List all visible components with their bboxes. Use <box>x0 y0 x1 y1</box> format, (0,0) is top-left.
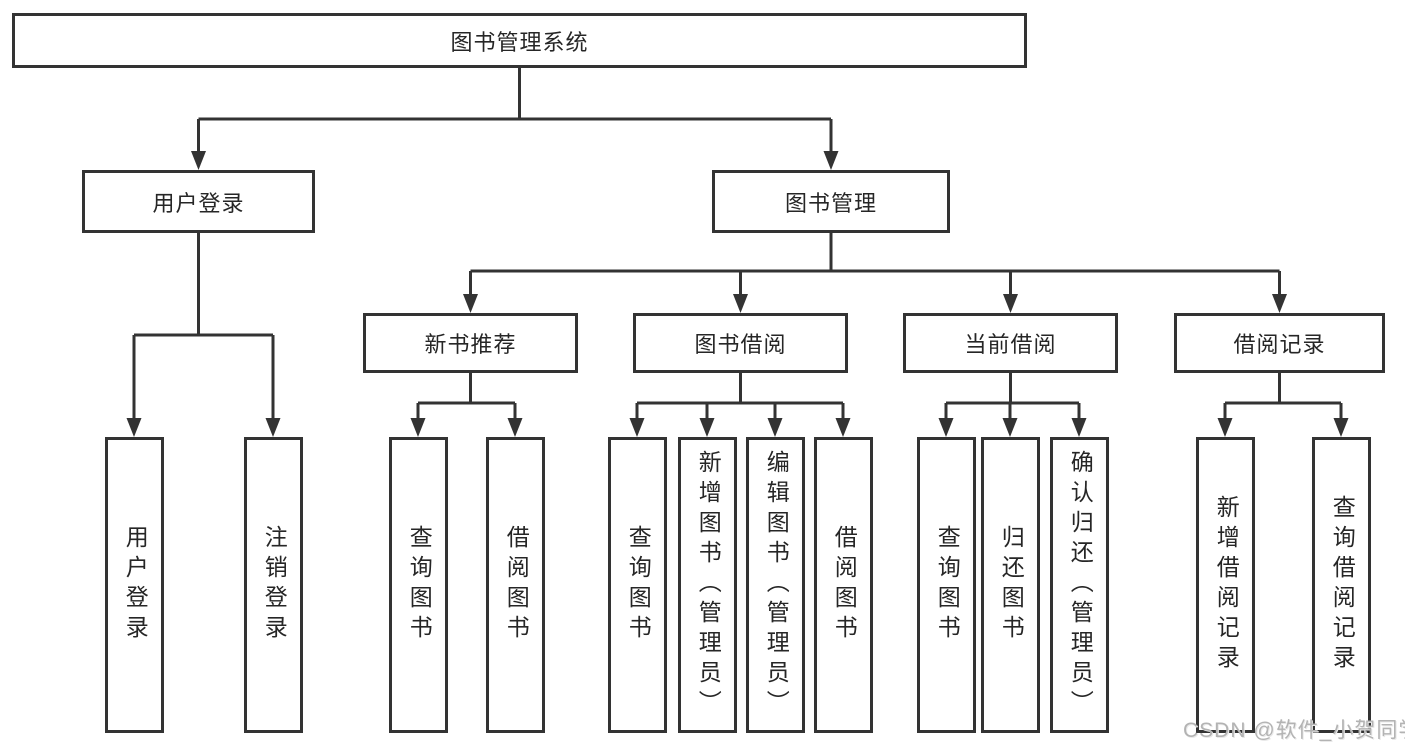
node-new-book-recommend-label: 新书推荐 <box>424 332 517 357</box>
node-book-borrowing: 图书借阅 <box>633 313 848 373</box>
leaf-query-books-2-label: 查询图书 <box>625 525 652 645</box>
leaf-user-login-label: 用户登录 <box>122 525 149 645</box>
node-book-management-label: 图书管理 <box>784 190 877 216</box>
leaf-borrow-books-1-label: 借阅图书 <box>503 525 530 645</box>
leaf-confirm-return-admin-label: 确认归还（管理员） <box>1067 450 1094 720</box>
leaf-borrow-books-1: 借阅图书 <box>486 437 545 733</box>
node-book-borrowing-label: 图书借阅 <box>694 332 787 357</box>
leaf-return-book-label: 归还图书 <box>998 525 1025 645</box>
node-user-login-label: 用户登录 <box>152 190 245 216</box>
leaf-logout: 注销登录 <box>244 437 303 733</box>
leaf-return-book: 归还图书 <box>981 437 1040 733</box>
leaf-add-book-admin: 新增图书（管理员） <box>678 437 737 733</box>
leaf-query-books-3-label: 查询图书 <box>934 525 961 645</box>
leaf-borrow-books-2-label: 借阅图书 <box>831 525 858 645</box>
node-current-borrowing-label: 当前借阅 <box>964 332 1057 357</box>
leaf-edit-book-admin-label: 编辑图书（管理员） <box>763 450 790 720</box>
leaf-query-borrow-record-label: 查询借阅记录 <box>1329 495 1356 675</box>
system-root-node: 图书管理系统 <box>12 13 1027 68</box>
leaf-add-borrow-record-label: 新增借阅记录 <box>1213 495 1240 675</box>
node-new-book-recommend: 新书推荐 <box>363 313 578 373</box>
csdn-watermark: CSDN @软件_小贺同学 <box>1183 719 1405 742</box>
leaf-confirm-return-admin: 确认归还（管理员） <box>1050 437 1109 733</box>
leaf-query-books-3: 查询图书 <box>917 437 976 733</box>
node-borrowing-records: 借阅记录 <box>1174 313 1385 373</box>
node-user-login: 用户登录 <box>82 170 315 233</box>
leaf-query-borrow-record: 查询借阅记录 <box>1312 437 1371 733</box>
leaf-query-books-1-label: 查询图书 <box>406 525 433 645</box>
node-borrowing-records-label: 借阅记录 <box>1233 332 1326 357</box>
leaf-edit-book-admin: 编辑图书（管理员） <box>746 437 805 733</box>
leaf-add-book-admin-label: 新增图书（管理员） <box>695 450 722 720</box>
leaf-borrow-books-2: 借阅图书 <box>814 437 873 733</box>
node-current-borrowing: 当前借阅 <box>903 313 1118 373</box>
leaf-query-books-2: 查询图书 <box>608 437 667 733</box>
leaf-user-login: 用户登录 <box>105 437 164 733</box>
system-root-label: 图书管理系统 <box>450 29 589 55</box>
node-book-management: 图书管理 <box>712 170 950 233</box>
leaf-add-borrow-record: 新增借阅记录 <box>1196 437 1255 733</box>
leaf-query-books-1: 查询图书 <box>389 437 448 733</box>
leaf-logout-label: 注销登录 <box>261 525 288 645</box>
